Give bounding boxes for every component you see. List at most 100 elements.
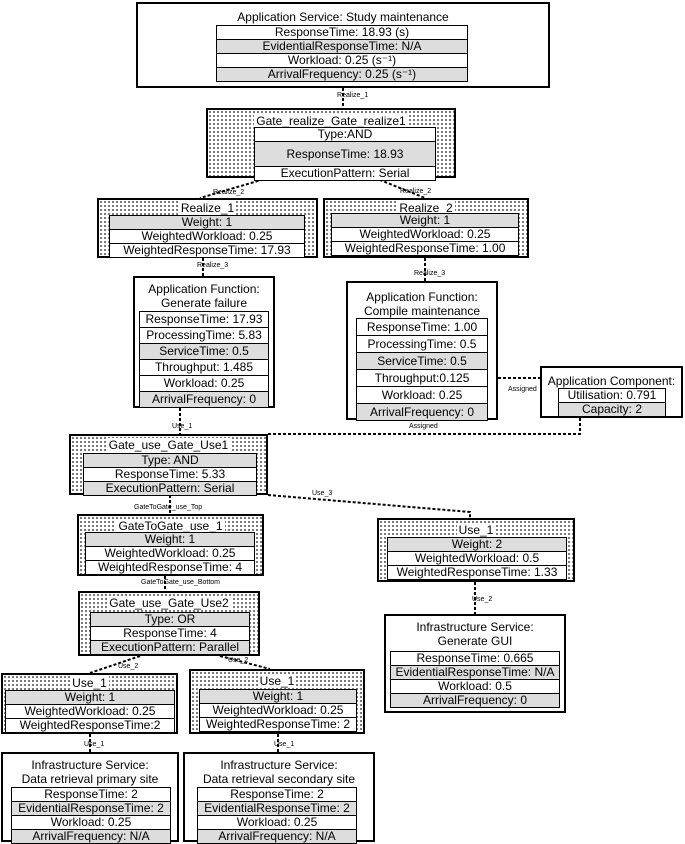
node-title-line1: Application Function: xyxy=(148,282,260,296)
link-use-2a xyxy=(89,655,141,674)
attr-row: Weight: 2 xyxy=(387,537,567,552)
attr-row: WeightedResponseTime: 17.93 xyxy=(109,243,305,258)
attr-row: Capacity: 2 xyxy=(558,402,666,417)
label-use-2a: Use_2 xyxy=(118,663,139,670)
label-realize-2b: Realize_2 xyxy=(400,188,432,195)
attr-row: ArrivalFrequency: 0.25 (s⁻¹) xyxy=(216,67,468,82)
attr-row: WeightedResponseTime: 1.00 xyxy=(331,241,519,256)
attr-row: WeightedResponseTime: 4 xyxy=(85,560,255,575)
attr-row: Type:AND xyxy=(254,127,436,142)
node-title: Gate_realize_Gate_realize1 xyxy=(254,114,408,128)
attr-row: WeightedWorkload: 0.25 xyxy=(331,227,519,242)
attr-row: ResponseTime: 18.93 (s) xyxy=(216,25,468,40)
node-title-line2: Generate GUI xyxy=(437,634,513,648)
attr-row: WeightedResponseTime: 2 xyxy=(199,717,357,732)
attr-row: Workload: 0.25 (s⁻¹) xyxy=(216,53,468,68)
node-title-line1: Application Function: xyxy=(366,290,478,304)
attr-row: Workload: 0.25 xyxy=(197,815,357,830)
node-title-line2: Data retrieval primary site xyxy=(21,772,159,786)
label-use-1b: Use_1 xyxy=(274,741,295,748)
attr-row: WeightedWorkload: 0.25 xyxy=(109,229,305,244)
node-title-line2: Generate failure xyxy=(160,296,248,310)
attr-row: Weight: 1 xyxy=(199,689,357,704)
attr-row: Weight: 1 xyxy=(85,532,255,547)
attr-row: ResponseTime: 5.33 xyxy=(83,467,257,482)
link-assigned-gate xyxy=(268,418,581,435)
attr-row: EvidentialResponseTime: N/A xyxy=(390,665,560,680)
node-title: Application Service: Study maintenance xyxy=(237,10,449,24)
label-use-2b: Use_2 xyxy=(228,657,249,664)
attr-row: ResponseTime: 2 xyxy=(197,787,357,802)
gate-realize-node[interactable]: Gate_realize_Gate_realize1 Type:AND Resp… xyxy=(206,108,456,181)
attr-row: Type: AND xyxy=(83,453,257,468)
node-title-line2: Compile maintenance xyxy=(363,304,481,318)
attr-row: ProcessingTime: 0.5 xyxy=(356,335,488,353)
attr-row: ResponseTime: 0.665 xyxy=(390,651,560,666)
attr-row: ServiceTime: 0.5 xyxy=(139,343,269,360)
label-realize-2a: Realize_2 xyxy=(213,189,245,196)
attr-row: ResponseTime: 4 xyxy=(90,626,250,641)
attr-row: Workload: 0.25 xyxy=(11,815,171,830)
attr-row: ExecutionPattern: Serial xyxy=(254,166,436,181)
node-title: Gate_use_Gate_Use1 xyxy=(106,438,231,452)
application-component[interactable]: Application Component: Utilisation: 0.79… xyxy=(540,366,683,418)
attr-row: Type: OR xyxy=(90,612,250,627)
attr-row: EvidentialResponseTime: N/A xyxy=(216,39,468,54)
node-title: Gate_use_Gate_Use2 xyxy=(107,596,231,610)
attr-row: ArrivalFrequency: N/A xyxy=(197,829,357,844)
node-title: Use_1 xyxy=(257,674,297,688)
infrastructure-service-primary-site[interactable]: Infrastructure Service: Data retrieval p… xyxy=(1,752,179,844)
attr-row: WeightedWorkload: 0.25 xyxy=(85,546,255,561)
attr-row: Workload: 0.5 xyxy=(390,679,560,694)
application-function-generate-failure[interactable]: Application Function: Generate failure R… xyxy=(133,276,275,408)
attr-row: ArrivalFrequency: 0 xyxy=(356,403,488,421)
label-assigned-a: Assigned xyxy=(508,386,537,393)
node-title: Use_1 xyxy=(456,523,496,537)
link-realize-2b xyxy=(374,177,426,199)
use-1-a-node[interactable]: Use_1 Weight: 1 WeightedWorkload: 0.25 W… xyxy=(1,673,178,734)
application-service-study-maintenance[interactable]: Application Service: Study maintenance R… xyxy=(136,2,550,88)
attr-row: EvidentialResponseTime: 2 xyxy=(197,801,357,816)
application-function-compile-maintenance[interactable]: Application Function: Compile maintenanc… xyxy=(346,281,498,421)
label-realize-3b: Realize_3 xyxy=(414,270,446,277)
infrastructure-service-generate-gui[interactable]: Infrastructure Service: Generate GUI Res… xyxy=(384,614,566,713)
node-title: Realize_1 xyxy=(178,201,237,215)
link-use-2b xyxy=(219,655,271,670)
attr-row: ExecutionPattern: Serial xyxy=(83,481,257,496)
node-title: Application Component: xyxy=(547,374,676,388)
label-use-3: Use_3 xyxy=(312,490,333,497)
label-use-1a: Use_1 xyxy=(84,741,105,748)
attr-row: ResponseTime: 18.93 xyxy=(254,141,436,167)
use-1-right-node[interactable]: Use_1 Weight: 2 WeightedWorkload: 0.5 We… xyxy=(377,518,575,582)
attr-row: ProcessingTime: 5.83 xyxy=(139,327,269,344)
node-title: Realize_2 xyxy=(397,201,455,215)
attr-row: ArrivalFrequency: 0 xyxy=(390,693,560,708)
use-1-b-node[interactable]: Use_1 Weight: 1 WeightedWorkload: 0.25 W… xyxy=(189,669,365,734)
attr-row: Weight: 1 xyxy=(5,690,175,705)
infrastructure-service-secondary-site[interactable]: Infrastructure Service: Data retrieval s… xyxy=(183,752,375,844)
attr-row: ArrivalFrequency: 0 xyxy=(139,391,269,408)
attr-row: WeightedResponseTime:2 xyxy=(5,718,175,733)
attr-row: Weight: 1 xyxy=(331,213,519,228)
label-realize-3a: Realize_3 xyxy=(197,262,229,269)
attr-row: ArrivalFrequency: N/A xyxy=(11,829,171,844)
attr-row: EvidentialResponseTime: 2 xyxy=(11,801,171,816)
attr-row: WeightedWorkload: 0.25 xyxy=(5,704,175,719)
realize-1-node[interactable]: Realize_1 Weight: 1 WeightedWorkload: 0.… xyxy=(97,198,318,258)
node-title: Use_1 xyxy=(70,676,109,690)
link-use-3 xyxy=(267,494,471,518)
attr-row: ResponseTime: 17.93 xyxy=(139,311,269,328)
attr-row: Workload: 0.25 xyxy=(356,386,488,404)
gate-use-2-node[interactable]: Gate_use_Gate_Use2 Type: OR ResponseTime… xyxy=(78,591,260,656)
node-title-line1: Infrastructure Service: xyxy=(31,758,149,772)
attr-row: Weight: 1 xyxy=(109,215,305,230)
gate-to-gate-use-1-node[interactable]: GateToGate_use_1 Weight: 1 WeightedWorkl… xyxy=(77,514,264,576)
realize-2-node[interactable]: Realize_2 Weight: 1 WeightedWorkload: 0.… xyxy=(323,198,529,258)
attr-row: Throughput: 1.485 xyxy=(139,359,269,376)
label-use-1: Use_1 xyxy=(172,423,193,430)
node-title-line1: Infrastructure Service: xyxy=(416,620,534,634)
attr-row: ResponseTime: 1.00 xyxy=(356,318,488,336)
gate-use-1-node[interactable]: Gate_use_Gate_Use1 Type: AND ResponseTim… xyxy=(69,434,268,496)
attr-row: ServiceTime: 0.5 xyxy=(356,352,488,370)
